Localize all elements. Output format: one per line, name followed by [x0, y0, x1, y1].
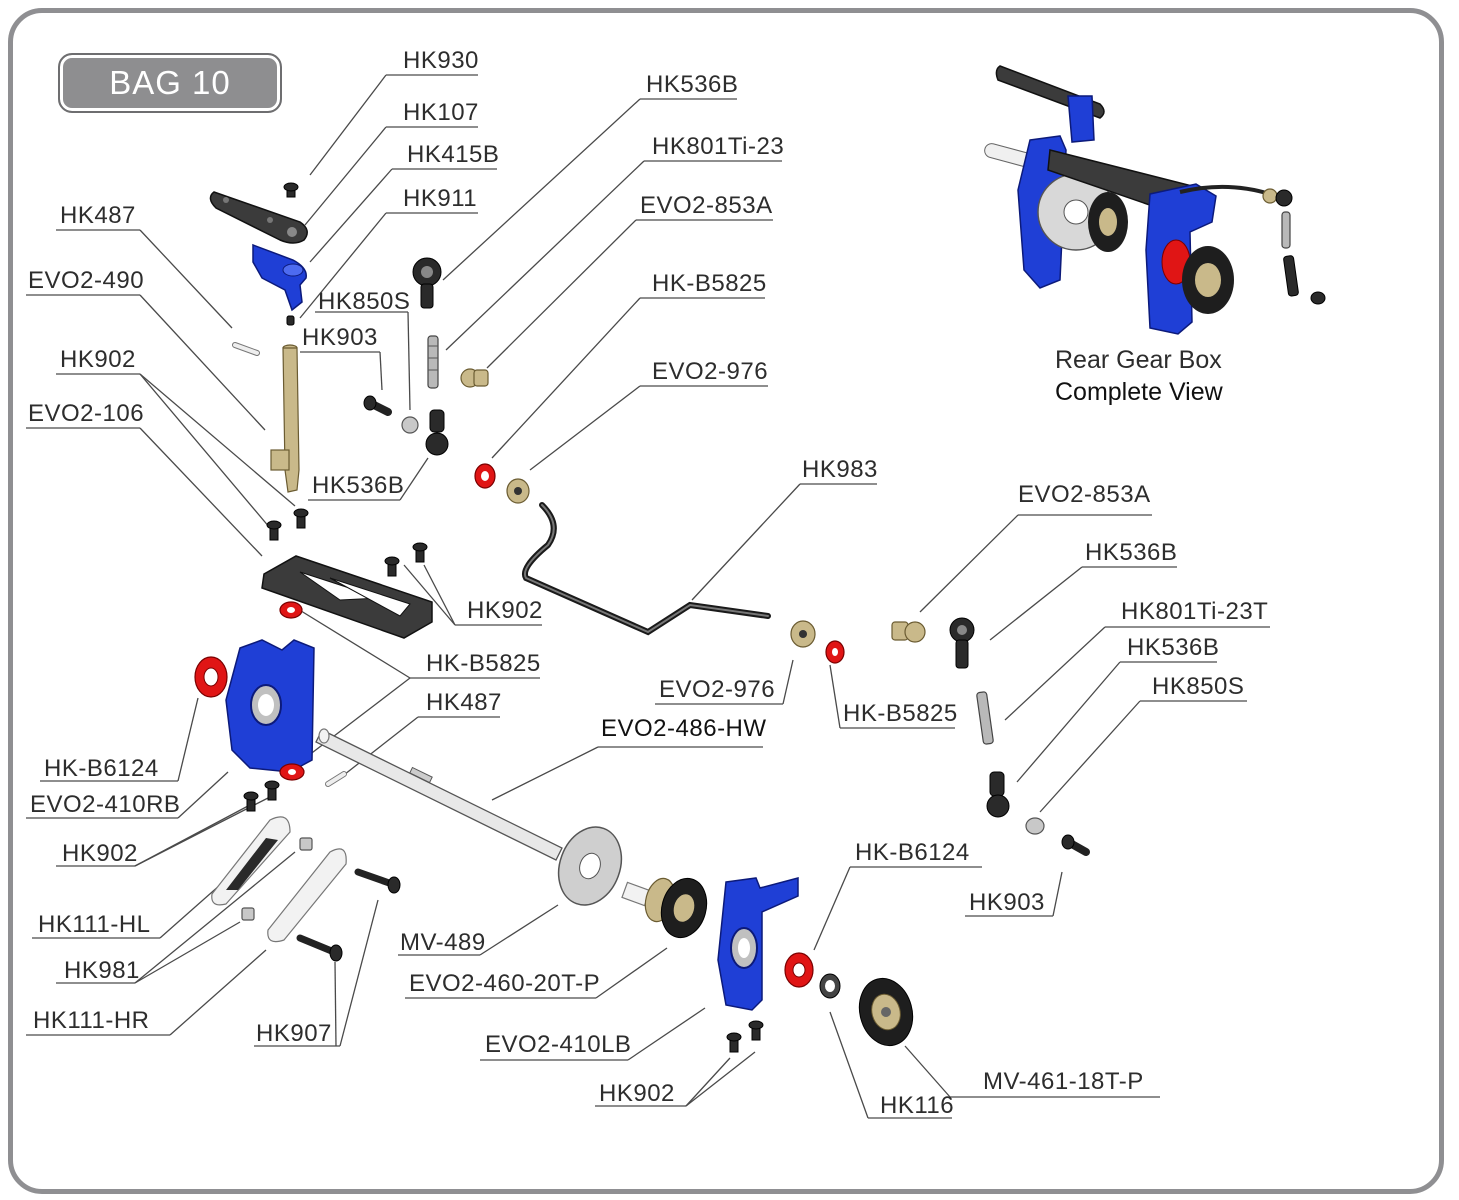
hk801ti-23t-turnbuckle: [976, 691, 994, 745]
evo2-853a-ball-right: [891, 621, 926, 643]
hk487-pin-top: [232, 342, 260, 356]
label-hk983: HK983: [802, 456, 878, 483]
hk907-screws: [296, 868, 401, 962]
label-hk116: HK116: [880, 1092, 955, 1119]
hk911-set-screw: [286, 315, 295, 326]
label-hk907: HK907: [256, 1020, 332, 1047]
hk415b-blue-mount: [252, 243, 307, 312]
label-hk902-left: HK902: [60, 346, 136, 373]
label-hk-b5825-mid: HK-B5825: [426, 650, 541, 677]
hk116-shim: [819, 973, 841, 999]
evo2-410rb-blue-case: [225, 639, 315, 773]
label-hk903-right: HK903: [969, 889, 1045, 916]
inset-caption-line2: Complete View: [1055, 378, 1223, 406]
evo2-486-hw-shaft: [315, 728, 563, 861]
hk-b5825-bearing-top: [474, 463, 496, 489]
evo2-410lb-blue-case: [717, 877, 799, 1011]
label-hk850s-left: HK850S: [318, 288, 411, 315]
label-hk-b5825-top: HK-B5825: [652, 270, 767, 297]
label-evo2-486-hw: EVO2-486-HW: [601, 715, 767, 742]
bag-badge: BAG 10: [58, 53, 282, 113]
hk902-screws-lower: [243, 780, 280, 812]
hk930-screw: [283, 182, 299, 198]
inset-caption-line1: Rear Gear Box: [1055, 346, 1222, 374]
hk536b-ball-end-mid: [425, 409, 449, 456]
mv-489-spur-plate: [557, 826, 623, 906]
label-evo2-853a-left: EVO2-853A: [640, 192, 773, 219]
label-hk902-plate: HK902: [467, 597, 543, 624]
label-hk903-left: HK903: [302, 324, 378, 351]
label-evo2-490: EVO2-490: [28, 267, 145, 294]
label-mv-461-18t-p: MV-461-18T-P: [983, 1068, 1144, 1095]
label-hk850s-right: HK850S: [1152, 673, 1245, 700]
hk536b-ball-end-right2: [986, 771, 1010, 818]
hk981-nuts: [241, 837, 313, 921]
hk-b6124-bearing-left: [194, 656, 228, 698]
label-hk111-hr: HK111-HR: [33, 1007, 150, 1034]
evo2-490-post: [270, 344, 300, 493]
label-hk801ti-23t: HK801Ti-23T: [1121, 598, 1269, 625]
label-hk536b-right2: HK536B: [1127, 634, 1220, 661]
hk107-carbon-arm: [209, 191, 308, 244]
label-hk930: HK930: [403, 47, 479, 74]
label-hk911: HK911: [403, 185, 478, 212]
evo2-976-collar-mid: [790, 620, 816, 648]
evo2-460-20t-pulley: [621, 877, 708, 939]
hk902-screws-bottom: [726, 1020, 764, 1053]
evo2-106-carbon-plate: [261, 555, 433, 639]
label-hk536b-top: HK536B: [646, 71, 739, 98]
label-evo2-976-mid: EVO2-976: [659, 676, 776, 703]
complete-view-illustration: [984, 65, 1326, 335]
hk902-screws-upper: [266, 508, 428, 577]
hk903-screw-left: [363, 395, 392, 416]
label-hk415b: HK415B: [407, 141, 500, 168]
label-hk-b6124-right: HK-B6124: [855, 839, 970, 866]
hk903-screw-right: [1061, 834, 1090, 856]
hk-b5825-bearing-plate: [279, 601, 303, 619]
hk111-hl-plate: [211, 816, 291, 906]
hk487-pin-low: [325, 771, 347, 787]
label-hk-b6124-left: HK-B6124: [44, 755, 159, 782]
evo2-976-collar-top: [506, 478, 530, 504]
label-hk801ti-23: HK801Ti-23: [652, 133, 785, 160]
label-hk487-mid: HK487: [426, 689, 502, 716]
label-hk902-lower: HK902: [62, 840, 138, 867]
hk536b-ball-end-top: [412, 257, 442, 309]
label-evo2-106: EVO2-106: [28, 400, 145, 427]
hk536b-ball-end-right: [949, 617, 975, 669]
leader-lines: [26, 74, 1270, 1119]
label-evo2-410rb: EVO2-410RB: [30, 791, 181, 818]
evo2-853a-ball: [460, 368, 489, 388]
label-hk981: HK981: [64, 957, 140, 984]
label-evo2-410lb: EVO2-410LB: [485, 1031, 632, 1058]
hk850s-spacer-right: [1025, 817, 1045, 835]
hk983-sway-bar: [522, 502, 771, 636]
label-hk536b-mid: HK536B: [312, 472, 405, 499]
hk-b5825-bearing-low: [279, 763, 305, 781]
label-hk-b5825-right: HK-B5825: [843, 700, 958, 727]
label-mv-489: MV-489: [400, 929, 486, 956]
label-hk902-bottom: HK902: [599, 1080, 675, 1107]
diagram-frame: [8, 8, 1444, 1194]
label-hk487-top: HK487: [60, 202, 136, 229]
label-hk536b-right1: HK536B: [1085, 539, 1178, 566]
label-evo2-460-20t-p: EVO2-460-20T-P: [409, 970, 601, 997]
hk-b6124-bearing-right: [784, 952, 814, 988]
label-hk107: HK107: [403, 99, 479, 126]
label-hk111-hl: HK111-HL: [38, 911, 151, 938]
hk801ti-turnbuckle: [427, 335, 439, 389]
hk111-hr-plate: [267, 848, 347, 943]
mv-461-18t-pulley: [858, 977, 914, 1047]
label-evo2-976-top: EVO2-976: [652, 358, 769, 385]
hk-b5825-bearing-mid: [825, 640, 845, 664]
hk850s-spacer-left: [401, 416, 419, 434]
label-evo2-853a-right: EVO2-853A: [1018, 481, 1151, 508]
